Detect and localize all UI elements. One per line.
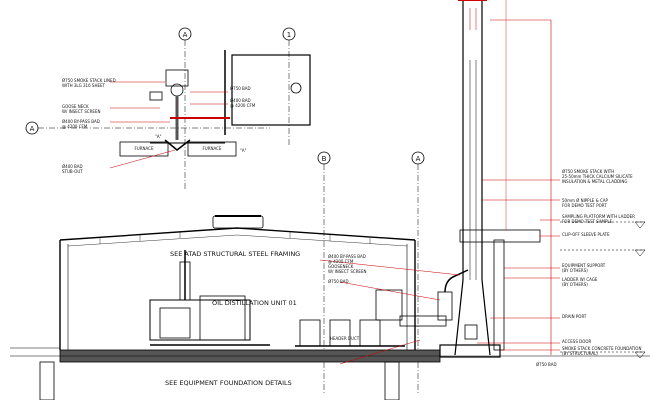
distillation-vessel	[199, 295, 246, 341]
plan-note-stub-2: STUB-OUT	[62, 169, 83, 174]
plan-leaders	[109, 81, 228, 169]
section-note-750-low: Ø750 BAD	[536, 362, 557, 367]
plan-note-stub: Ø400 BAD	[62, 164, 83, 169]
access-door	[464, 324, 478, 340]
level-markers	[560, 221, 646, 359]
section-note-bypass-cfm: @ 4200 CFM	[328, 259, 354, 264]
stack-box	[165, 69, 189, 87]
note-access: ACCESS DOOR	[562, 339, 592, 344]
grid-label-a-right: A	[416, 155, 421, 163]
note-nipple-1: 50mm Ø NIPPLE & CAP	[562, 198, 609, 203]
note-stack-1: Ø750 SMOKE STACK WITH	[562, 169, 614, 174]
grid-label-a-left: A	[30, 125, 35, 133]
header-duct	[399, 315, 447, 327]
plan-view	[25, 27, 311, 190]
burner-box	[375, 289, 403, 321]
plan-equip-2: FURNACE	[203, 146, 222, 151]
section-view	[10, 0, 650, 400]
stack-base-left	[454, 279, 464, 356]
plan-fixture	[290, 82, 302, 94]
plan-grid-labels: A 1 A	[30, 31, 292, 133]
plan-section-a: "A"	[155, 134, 162, 139]
grid-bubble-1	[282, 27, 296, 41]
section-note-header: HEADER DUCT	[330, 336, 360, 341]
note-ladder-1: LADDER W/ CAGE	[562, 277, 598, 282]
note-support-2: (BY OTHERS)	[562, 268, 588, 273]
distillation-tank	[159, 307, 191, 339]
section-annotations: SEE ATAD STRUCTURAL STEEL FRAMING OIL DI…	[165, 250, 557, 387]
section-grid-labels: B A	[322, 155, 421, 163]
equipment-furnace-1	[119, 141, 169, 157]
plan-note-stack: Ø750 SMOKE STACK LINED	[62, 78, 116, 83]
damper-box	[149, 91, 163, 101]
furnace-3	[359, 319, 381, 347]
plan-note-bypass: Ø400 BY-PASS BAD	[62, 119, 100, 124]
section-note-bypass: Ø400 BY-PASS BAD	[328, 254, 366, 259]
note-stack-2: 25-50mm THICK CALCIUM SILICATE	[562, 174, 633, 179]
stack-foundation	[439, 344, 501, 358]
note-platform-2: FOR DEMO TEST SAMPLE	[562, 219, 613, 224]
note-platform-1: SAMPLING PLATFORM WITH LADDER	[562, 214, 635, 219]
plan-note-400: Ø400 BAD	[230, 98, 251, 103]
grid-label-b: B	[322, 155, 327, 163]
note-support-1: EQUIPMENT SUPPORT	[562, 263, 606, 268]
gooseneck-duct	[444, 269, 469, 293]
grid-label-1: 1	[287, 31, 291, 39]
section-note-screen: W/ INSECT SCREEN	[328, 269, 366, 274]
equipment-furnace-2	[187, 141, 237, 157]
section-note-gooseneck: GOOSENECK	[328, 264, 354, 269]
note-concrete-2: (BY STRUCTURAL)	[562, 351, 598, 356]
footing-left	[39, 361, 55, 400]
right-leaders	[319, 179, 560, 365]
truss	[67, 232, 408, 247]
note-drain: DRAIN PORT	[562, 314, 587, 319]
oil-unit-label: OIL DISTILLATION UNIT 01	[212, 299, 297, 307]
foundation-note: SEE EQUIPMENT FOUNDATION DETAILS	[165, 379, 292, 387]
plan-room	[231, 54, 311, 126]
plan-note-gooseneck: GOOSE NECK	[62, 104, 89, 109]
plan-section-a2: "A"	[240, 148, 247, 153]
note-nipple-2: FOR DEMO TEST PORT	[562, 203, 607, 208]
note-ladder-2: (BY OTHERS)	[562, 282, 588, 287]
footing-right	[384, 361, 400, 400]
grid-bubble-a-left	[25, 121, 39, 135]
framing-note: SEE ATAD STRUCTURAL STEEL FRAMING	[170, 250, 300, 258]
plan-equip-1: FURNACE	[135, 146, 154, 151]
note-clip: CLIP-OFF SLEEVE PLATE	[562, 232, 610, 237]
plan-note-screen: W/ INSECT SCREEN	[62, 109, 100, 114]
furnace-2	[329, 319, 351, 347]
plan-annotations: Ø750 SMOKE STACK LINED WITH 3LG 316 SHEE…	[62, 78, 256, 174]
stack-base-right	[481, 279, 491, 356]
note-stack-3: INSULATION & METAL CLADDING	[562, 179, 627, 184]
duct-split	[164, 139, 191, 151]
plan-note-750: Ø750 BAD	[230, 86, 251, 91]
section-note-750: Ø750 BAD	[328, 279, 349, 284]
roof-vent	[212, 215, 264, 229]
ladder	[493, 239, 505, 351]
right-annotations: Ø750 SMOKE STACK WITH 25-50mm THICK CALC…	[562, 169, 641, 356]
roof-line	[59, 227, 416, 241]
grid-label-a-top: A	[183, 31, 188, 39]
furnace-1	[299, 319, 321, 347]
grid-bubble-a-top	[178, 27, 192, 41]
plan-note-bypass-cfm: @ 4200 CFM	[62, 124, 88, 129]
note-concrete-1: SMOKE STACK CONCRETE FOUNDATION	[562, 346, 641, 351]
distillation-tower	[179, 261, 191, 301]
plan-note-400-cfm: @ 4200 CFM	[230, 103, 256, 108]
plan-note-stack-2: WITH 3LG 316 SHEET	[62, 83, 106, 88]
